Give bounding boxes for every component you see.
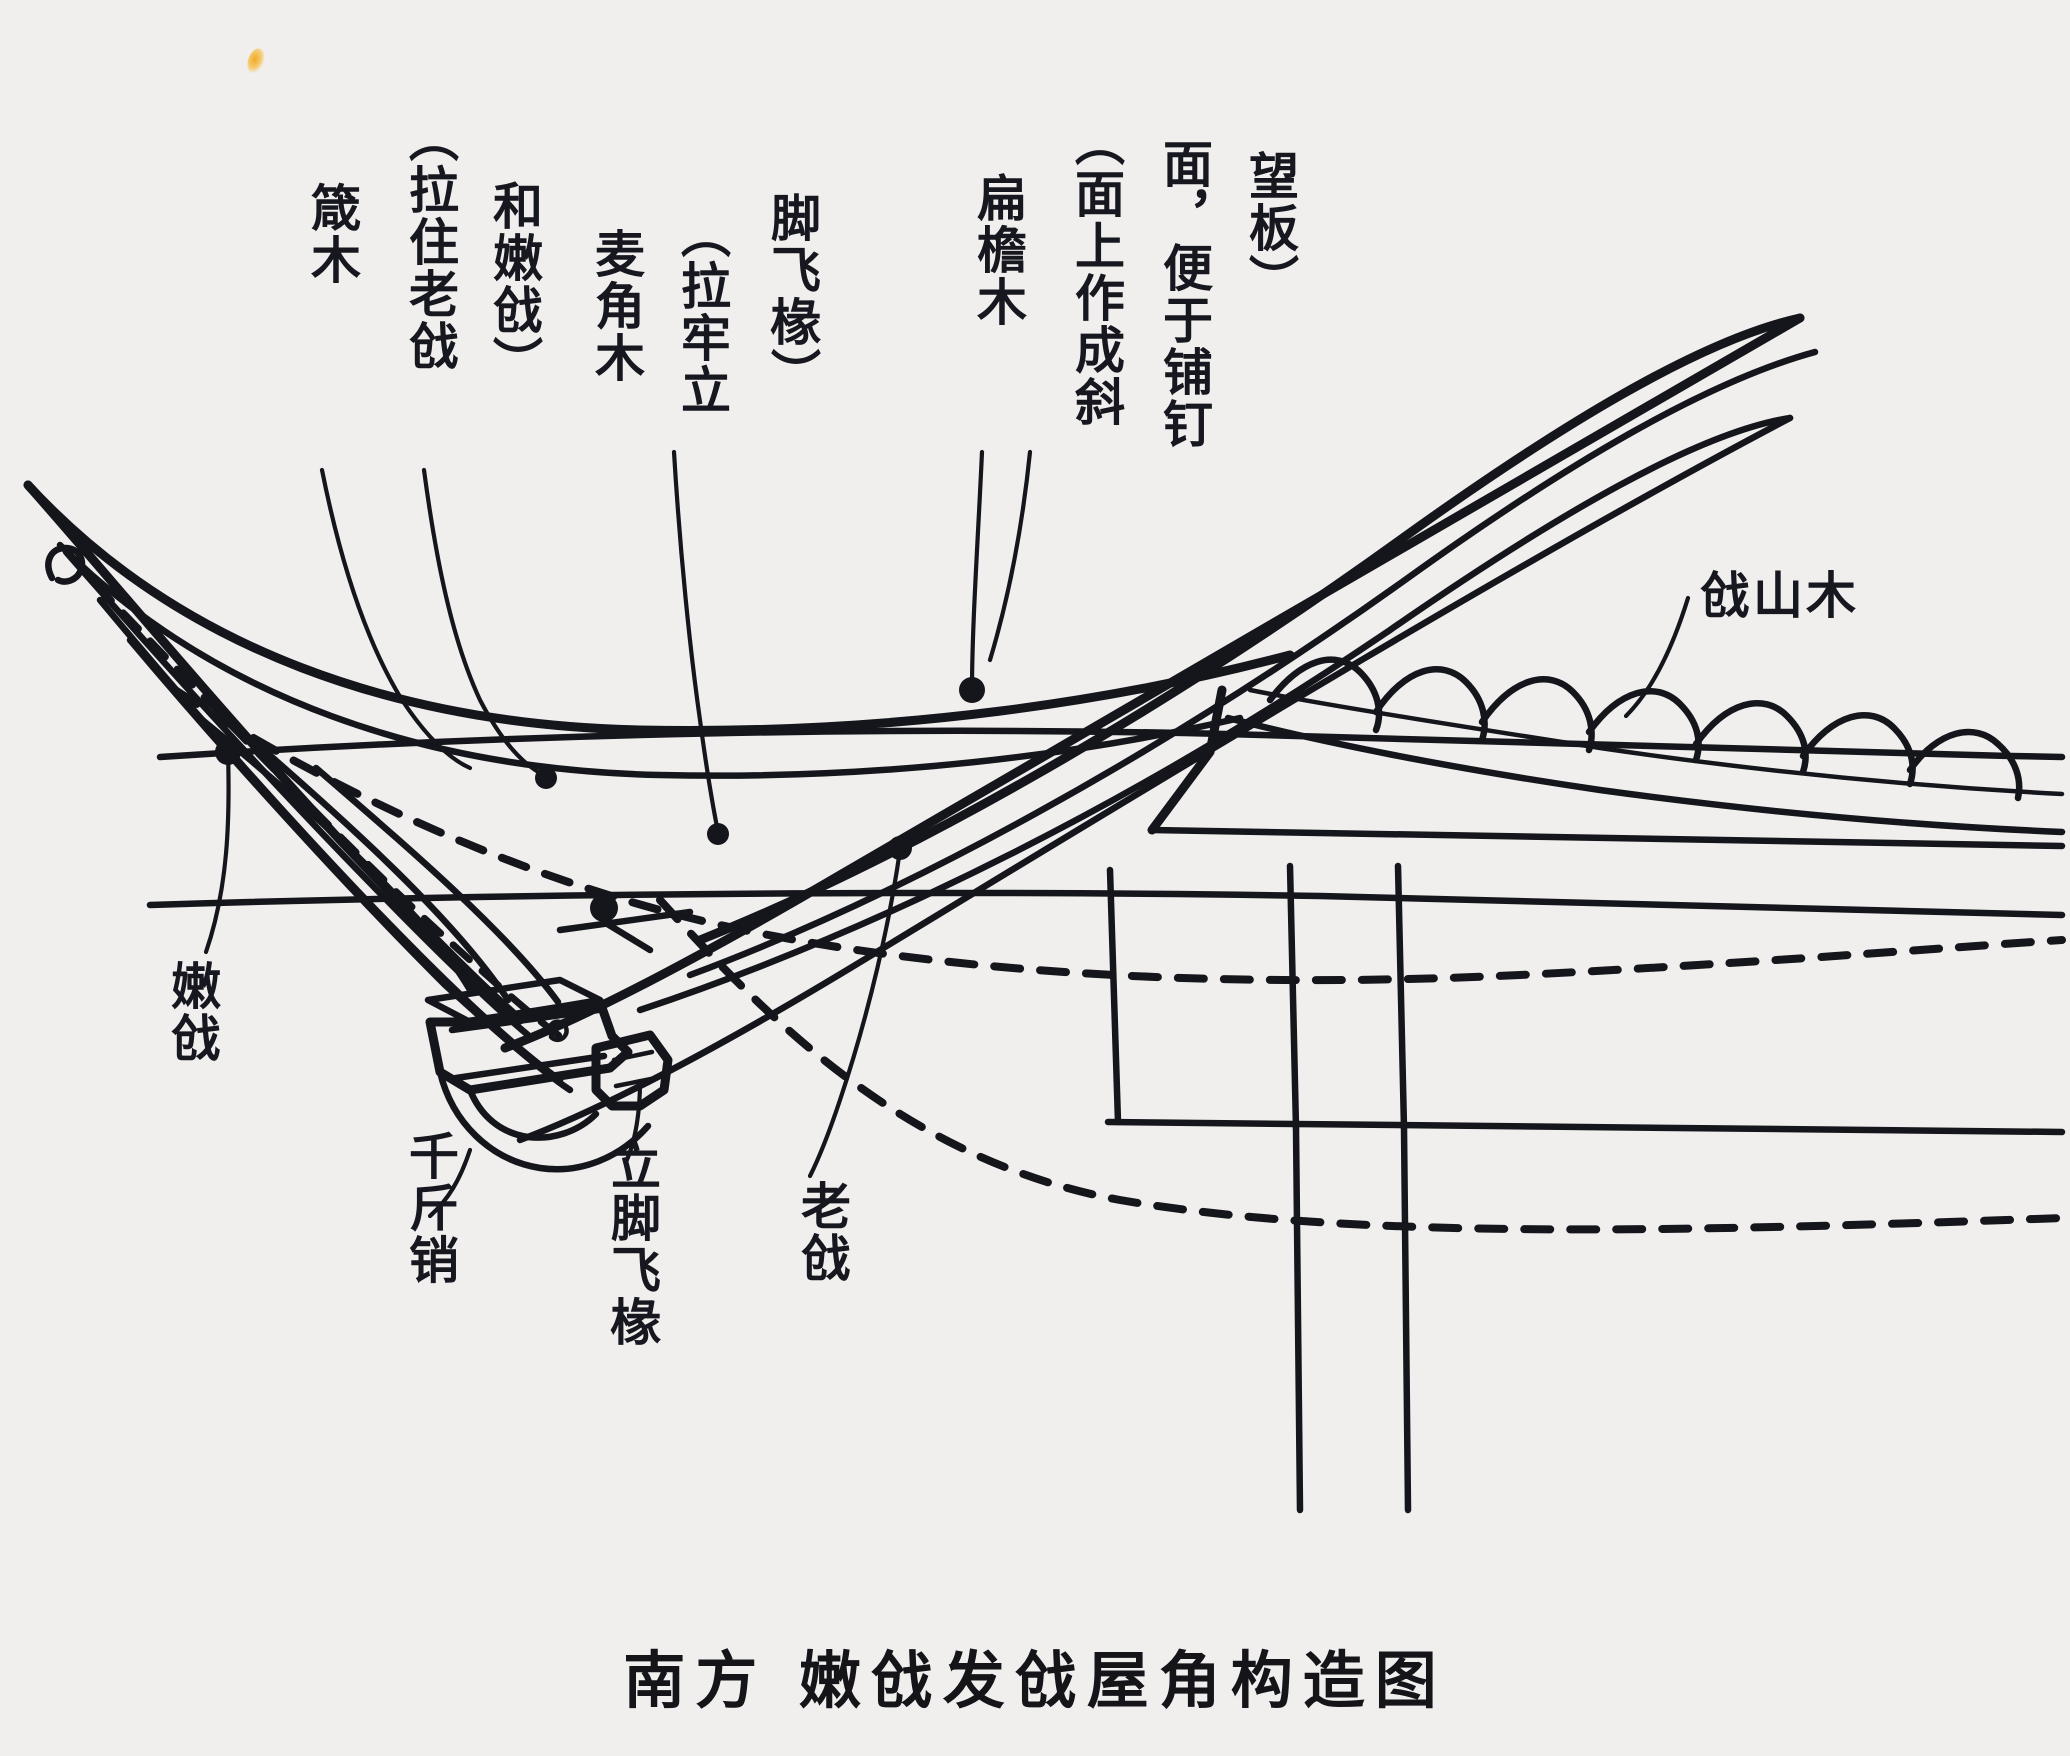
callout-la-lao-li: （拉牢立 xyxy=(673,208,731,416)
callout-gou-mu: 箴木 xyxy=(303,182,361,286)
callout-mian-bian-yu-pu-ding: 面，便于铺钉 xyxy=(1155,138,1213,450)
callout-qian-jin-xiao: 千斤销 xyxy=(401,1130,459,1286)
callout-nen-qiang: 嫩戗 xyxy=(163,960,221,1064)
callout-wang-ban: 望板） xyxy=(1241,150,1299,306)
callout-qiang-shan-mu: 戗山木 xyxy=(1700,567,1859,625)
callout-lao-qiang: 老戗 xyxy=(793,1180,851,1284)
callout-li-jiao-fei-chuan: 立脚飞椽 xyxy=(603,1140,661,1348)
callout-he-nen-qiang: 和嫩戗） xyxy=(485,180,543,388)
callout-mian-shang-zuo-cheng-xie: （面上作成斜 xyxy=(1067,116,1125,428)
callout-la-zhu-lao-qiang: （拉住老戗 xyxy=(401,112,459,372)
callout-bian-dan-mu: 扁檐木 xyxy=(969,172,1027,328)
callout-jiao-fei-chuan: 脚飞椽） xyxy=(763,192,821,400)
callout-mai-jiao-mu: 麦角木 xyxy=(587,228,645,384)
figure-title: 南方 嫩戗发戗屋角构造图 xyxy=(623,1644,1447,1717)
